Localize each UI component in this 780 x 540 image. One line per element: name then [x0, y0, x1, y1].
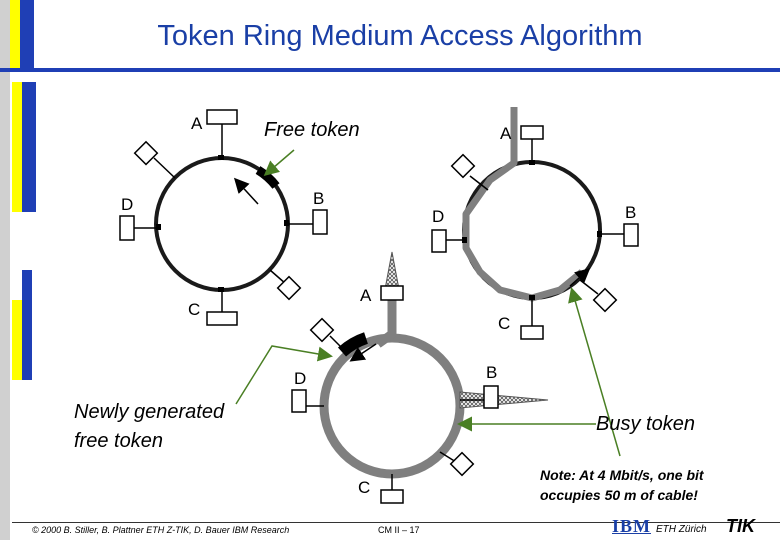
ring-3: [291, 251, 549, 504]
ring-2-station-c: [520, 325, 544, 340]
ring-1-label-b: B: [313, 189, 325, 208]
ring-3-station-extra-1: [309, 317, 335, 343]
ring-2-busy-path: [462, 107, 585, 302]
page-title: Token Ring Medium Access Algorithm: [157, 20, 643, 52]
ibm-logo: IBM: [612, 516, 651, 536]
new-token-arrow: [235, 345, 333, 405]
ring-2-station-extra-1: [450, 153, 476, 179]
ring-2-station-d: [431, 229, 447, 253]
ring-1-station-extra-2: [276, 275, 302, 301]
edge-strip-yellow-mid: [12, 82, 22, 212]
footer-slide-ref: CM II – 17: [378, 525, 420, 535]
ring-1-station-b: [312, 209, 328, 235]
ring-3-direction-arrow: [349, 343, 377, 362]
footer-eth: ETH Zürich: [656, 524, 707, 535]
edge-strip-yellow-top: [10, 0, 20, 72]
ring-2-label-a: A: [500, 124, 512, 143]
note-arrow: [568, 287, 621, 457]
ring-3-label-d: D: [294, 369, 307, 388]
ring-2-label-d: D: [432, 207, 445, 226]
ring-3-feeder: [375, 300, 397, 348]
ring-3-label-a: A: [360, 286, 372, 305]
newly-generated-label-line1: Newly generated: [74, 401, 225, 423]
ring-3-station-a: [380, 285, 404, 301]
title-rule: [0, 68, 780, 72]
edge-strip-yellow-low: [12, 300, 22, 380]
ring-1-station-c: [206, 311, 238, 326]
ring-2: [431, 107, 639, 340]
edge-strip-blue-low: [22, 270, 32, 380]
ring-2-label-c: C: [498, 314, 511, 333]
ring-1-label-d: D: [121, 195, 134, 214]
ring-2-label-b: B: [625, 203, 637, 222]
ring-1-label-a: A: [191, 114, 203, 133]
ring-3-station-c: [380, 489, 404, 504]
ring-1-station-d: [119, 215, 135, 241]
ring-3-station-d: [291, 389, 307, 413]
ring-2-direction-arrow: [569, 268, 591, 287]
edge-strip-blue-top: [20, 0, 34, 72]
ring-1-label-c: C: [188, 300, 201, 319]
ring-3-label-c: C: [358, 478, 371, 497]
edge-strip-grey: [0, 0, 10, 540]
free-token-arrow: [263, 149, 295, 176]
ring-2-station-a: [520, 125, 544, 140]
ring-1-direction-arrow: [233, 177, 259, 205]
new-token-mark: [337, 332, 369, 357]
ring-3-label-b: B: [486, 363, 498, 382]
tik-logo: TIK: [726, 516, 755, 536]
newly-generated-label-line2: free token: [74, 430, 163, 452]
ring-2-station-extra-2: [592, 287, 618, 313]
ring-1-station-a: [206, 109, 238, 125]
ring-1: [119, 109, 328, 326]
free-token-mark: [255, 166, 280, 189]
note-line2: occupies 50 m of cable!: [540, 487, 698, 503]
busy-token-label: Busy token: [596, 413, 695, 435]
footer-rule: [12, 522, 780, 523]
ring-3-station-b: [483, 385, 499, 409]
footer-copyright: © 2000 B. Stiller, B. Plattner ETH Z-TIK…: [32, 525, 290, 535]
ring-3-loop: [319, 333, 465, 479]
note-line1: Note: At 4 Mbit/s, one bit: [540, 467, 704, 483]
edge-strip-blue-mid: [22, 82, 36, 212]
ring-1-station-extra-1: [133, 140, 159, 166]
free-token-label: Free token: [264, 119, 360, 141]
ring-2-station-b: [623, 223, 639, 247]
ring-3-station-extra-2: [449, 451, 475, 477]
